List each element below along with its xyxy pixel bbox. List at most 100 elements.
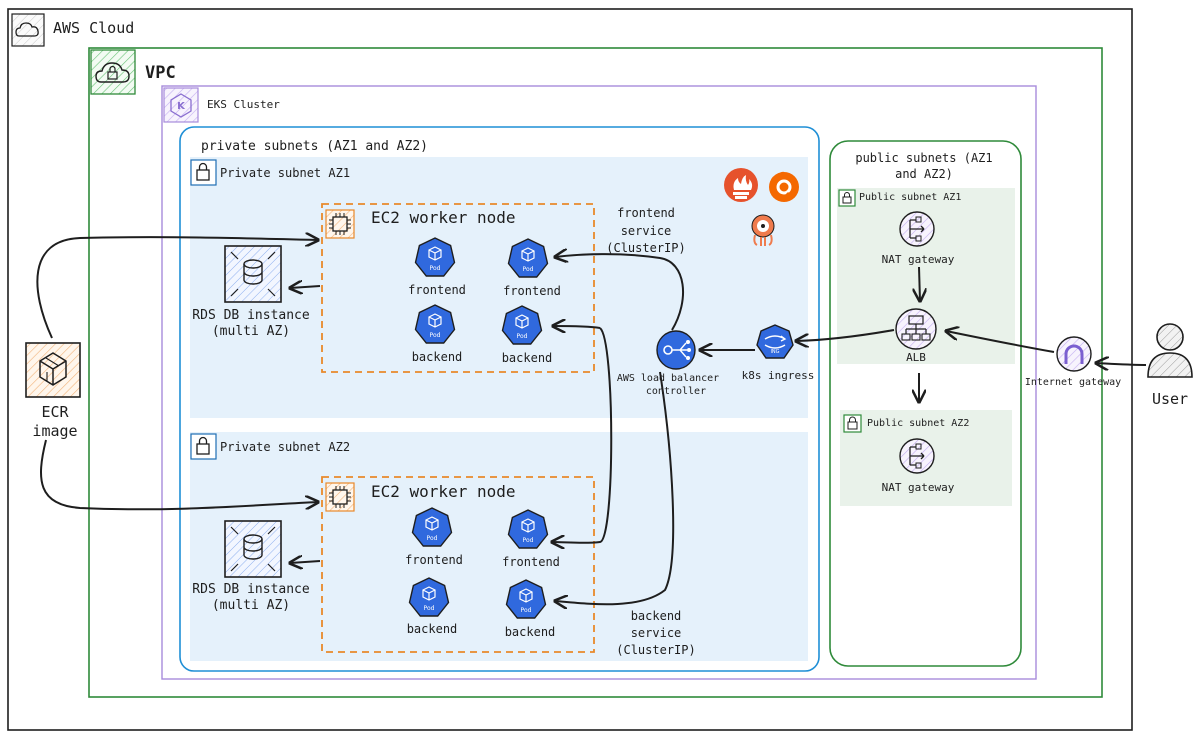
private-subnets-label: private subnets (AZ1 and AZ2) [201,139,428,154]
frontend-service-label-line1: frontend [617,206,675,220]
pod-label-frontend: frontend [405,553,463,567]
private-subnet-az2-area [190,432,808,661]
ecr-image-icon [25,342,81,398]
nat-gateway-icon [899,211,935,247]
arrow-lb-to-frontend-az1 [555,254,685,331]
aws-lb-controller-label-line1: AWS load balancer [616,373,720,384]
frontend-service-label-line2: service [620,224,672,238]
k8s-ingress-icon-text: ING [770,349,779,355]
arrow-backend-link-az1 [553,326,601,328]
public-subnets-group [829,140,1022,667]
chip-icon [325,209,355,239]
aws-load-balancer-controller-icon [656,330,696,370]
internet-gateway-icon [1056,336,1092,372]
arrow-lb-to-backend-az2 [555,371,675,604]
pod-label-backend: backend [411,350,463,364]
backend-service-label-line3: (ClusterIP) [616,643,696,657]
nat-gateway-icon [899,438,935,474]
arrow-alb-to-ingress [796,329,895,341]
ecr-label-line2: image [32,422,78,440]
rds-database-icon [224,520,282,578]
arrow-ec2-to-rds-az1 [290,286,321,288]
pod-icon: Pod [408,577,450,617]
arrow-user-to-igw [1096,363,1147,365]
eks-cluster-boundary [161,85,1037,680]
pod-icon-text: Pod [424,605,435,612]
ecr-label-line1: ECR [41,403,69,421]
aws-cloud-boundary [7,8,1133,731]
chip-icon [325,482,355,512]
ec2-worker-node-az1-label: EC2 worker node [371,208,516,227]
pod-icon: Pod [507,509,549,549]
internet-gateway-label: Internet gateway [1024,377,1122,388]
user-label: User [1151,390,1189,408]
public-subnets-label-line2: and AZ2) [895,167,953,181]
alb-icon [895,308,937,350]
arrow-nat-to-alb [919,266,920,301]
pod-label-frontend: frontend [408,283,466,297]
pod-icon-text: Pod [523,266,534,273]
backend-service-label-line2: service [630,626,682,640]
pod-icon-text: Pod [430,265,441,272]
pod-icon-text: Pod [427,535,438,542]
pod-label-backend: backend [406,622,458,636]
aws-cloud-label: AWS Cloud [53,19,135,37]
frontend-service-label-line3: (ClusterIP) [606,241,686,255]
backend-service-label-line1: backend [630,609,682,623]
pod-label-backend: backend [501,351,553,365]
aws-lb-controller-label-line2: controller [645,386,707,397]
alb-label: ALB [906,351,926,364]
private-subnets-group [179,126,820,672]
rds-database-icon [224,245,282,303]
public-subnet-az1-lock-icon [838,189,856,207]
pod-icon: Pod [507,238,549,278]
pod-label-backend: backend [504,625,556,639]
ec2-worker-node-az1 [321,203,595,373]
grafana-icon [769,171,799,202]
public-subnet-az2-label: Public subnet AZ2 [867,418,970,429]
svg-text:K: K [177,101,186,112]
pod-icon: Pod [414,304,456,344]
pod-icon-text: Pod [517,333,528,340]
eks-icon: K [163,87,199,123]
pod-icon: Pod [505,579,547,619]
arrow-lb-to-frontend-az2 [552,327,613,543]
ec2-worker-node-az2 [321,476,595,653]
pod-icon-text: Pod [521,607,532,614]
nat-gateway-az2-label: NAT gateway [881,481,955,494]
arrow-ecr-to-ec2-az2 [40,439,318,511]
rds-az2-label-line2: (multi AZ) [211,598,291,613]
rds-az1-label-line1: RDS DB instance [192,308,310,323]
arrow-ec2-to-rds-az2 [290,561,321,563]
pod-icon-text: Pod [523,537,534,544]
ec2-worker-node-az2-label: EC2 worker node [371,482,516,501]
pod-icon-text: Pod [430,332,441,339]
connector-arrows [36,237,1147,604]
k8s-ingress-icon: ING [756,324,794,359]
user-icon [1147,323,1193,378]
pod-label-frontend: frontend [502,555,560,569]
arrow-ecr-to-ec2-az1 [36,237,318,339]
private-subnet-az1-lock-icon [190,159,217,186]
private-subnet-az2-label: Private subnet AZ2 [220,440,351,454]
arrow-igw-to-alb [946,331,1055,353]
cloud-icon [11,13,45,47]
private-subnet-az1-label: Private subnet AZ1 [220,166,351,180]
rds-az2-label-line1: RDS DB instance [192,582,310,597]
prometheus-icon [724,168,758,202]
pod-icon: Pod [501,305,543,345]
vpc-label: VPC [145,63,176,83]
public-subnet-az2-lock-icon [843,414,862,433]
nat-gateway-az1-label: NAT gateway [881,253,955,266]
vpc-boundary [88,47,1103,698]
argocd-icon [751,214,775,246]
private-subnet-az2-lock-icon [190,433,217,460]
pod-label-frontend: frontend [503,284,561,298]
rds-az1-label-line2: (multi AZ) [211,324,291,339]
vpc-lock-cloud-icon [90,49,136,95]
pod-icon: Pod [411,507,453,547]
eks-cluster-label: EKS Cluster [207,98,280,111]
pod-icon: Pod [414,237,456,277]
